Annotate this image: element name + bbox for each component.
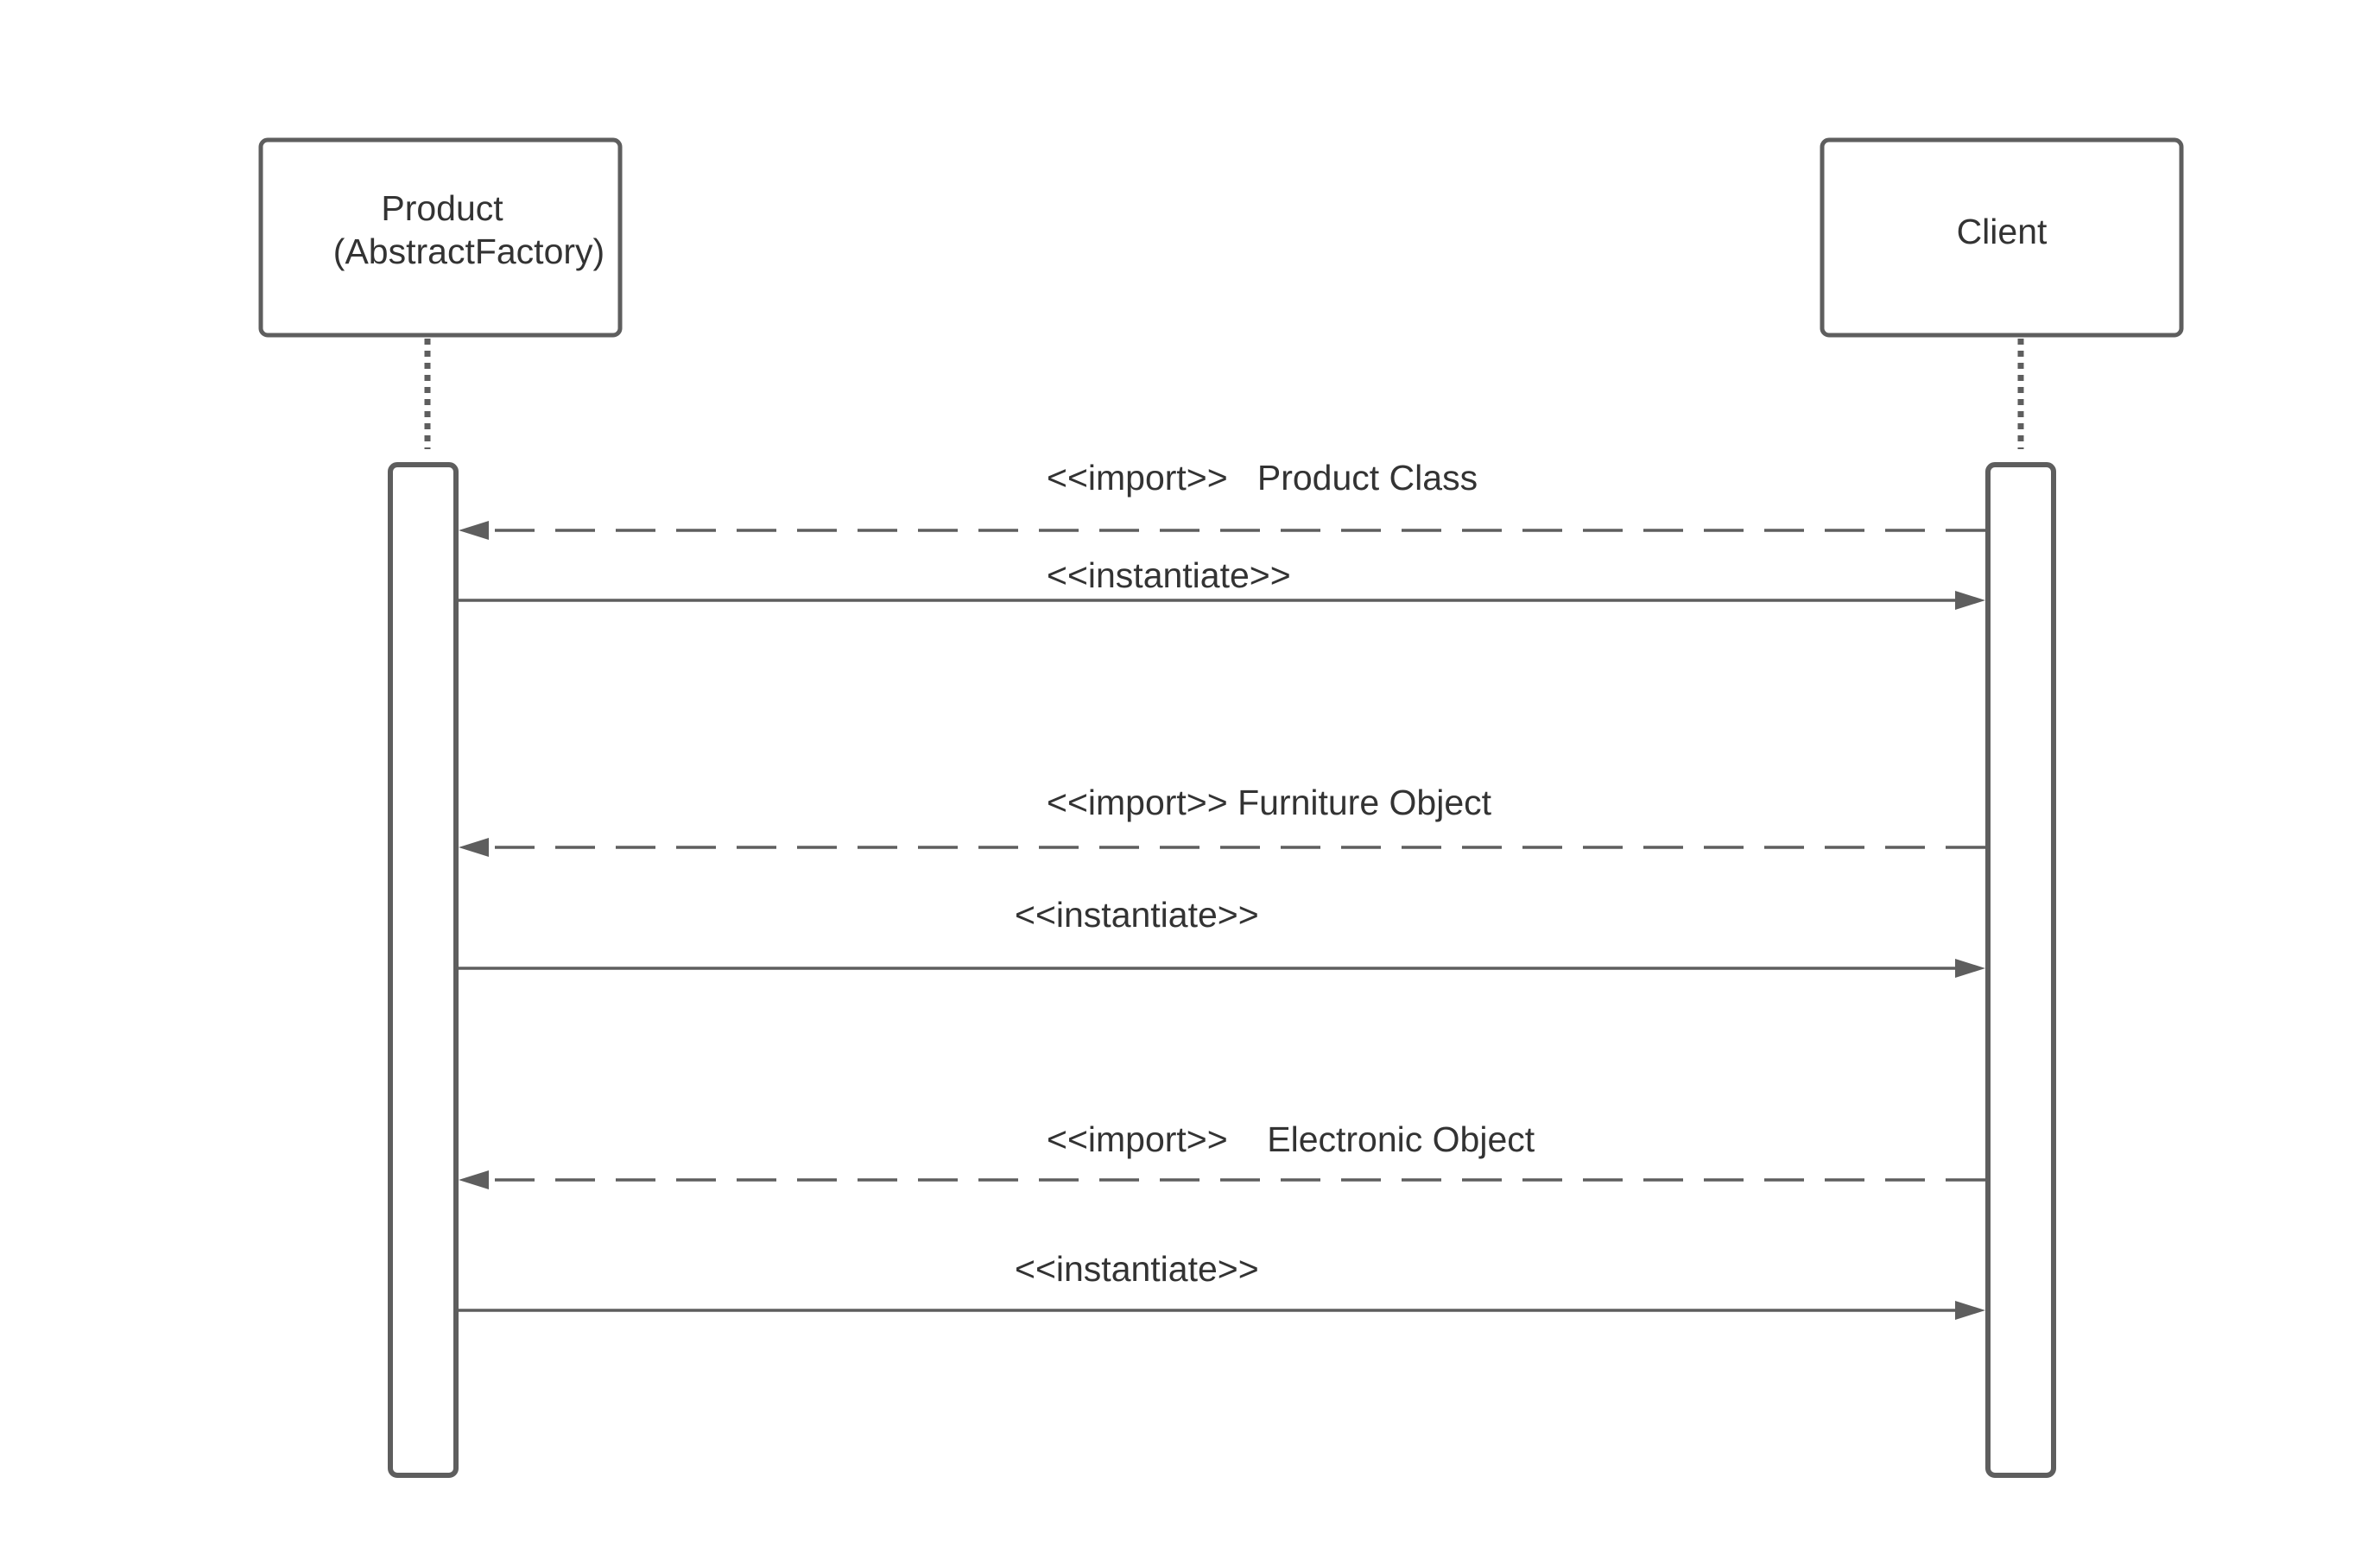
- message-label: <<import>> Furniture Object: [1047, 783, 1492, 822]
- activation-bar-client[interactable]: [1985, 462, 2056, 1478]
- message-label: <<instantiate>>: [1015, 1249, 1259, 1289]
- message-instantiate-2[interactable]: <<instantiate>>: [459, 895, 1985, 978]
- message-instantiate-3[interactable]: <<instantiate>>: [459, 1249, 1985, 1320]
- message-instantiate-1[interactable]: <<instantiate>>: [459, 555, 1985, 610]
- message-import-product-class[interactable]: <<import>> Product Class: [459, 458, 1985, 540]
- message-label: <<import>> Electronic Object: [1047, 1119, 1535, 1159]
- participant-client-box[interactable]: [1820, 137, 2184, 338]
- participant-product-name: Product: [381, 188, 503, 228]
- arrowhead-right: [1955, 1301, 1985, 1320]
- arrowhead-left: [459, 838, 489, 857]
- participant-product[interactable]: Product (AbstractFactory): [258, 137, 623, 338]
- activation-bar-product[interactable]: [388, 462, 459, 1478]
- participant-product-subtitle: (AbstractFactory): [333, 231, 604, 271]
- participant-client-name: Client: [1957, 212, 2048, 251]
- participant-client[interactable]: Client: [1820, 137, 2184, 338]
- message-import-furniture-object[interactable]: <<import>> Furniture Object: [459, 783, 1985, 857]
- message-label: <<instantiate>>: [1015, 895, 1259, 935]
- arrowhead-left: [459, 521, 489, 540]
- participant-product-box[interactable]: [258, 137, 623, 338]
- arrowhead-right: [1955, 959, 1985, 978]
- message-label: <<instantiate>>: [1047, 555, 1291, 595]
- arrowhead-left: [459, 1170, 489, 1189]
- message-import-electronic-object[interactable]: <<import>> Electronic Object: [459, 1119, 1985, 1189]
- message-label: <<import>> Product Class: [1047, 458, 1478, 498]
- arrowhead-right: [1955, 591, 1985, 610]
